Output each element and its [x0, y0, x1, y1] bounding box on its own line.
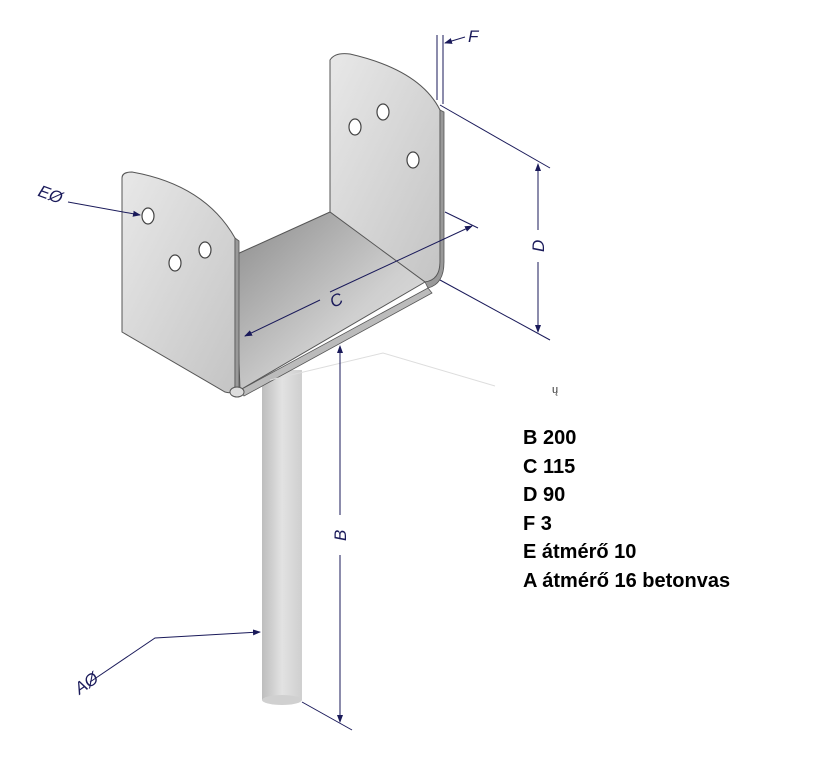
dimension-b: [301, 345, 353, 731]
leader-a: [89, 629, 261, 683]
legend-item-c: C 115: [523, 455, 576, 478]
leader-e: [67, 201, 141, 217]
label-f: F: [468, 27, 480, 46]
rebar-rod: [262, 370, 302, 705]
legend-item-e: E átmérő 10: [523, 541, 637, 563]
left-plate: [121, 171, 236, 394]
legend-item-f: F 3: [523, 512, 552, 535]
dimension-legend: B 200 C 115 D 90 F 3 E átmérő 10 A átmér…: [523, 424, 730, 595]
label-e-diameter: EØ: [36, 181, 67, 208]
legend-item-a: A átmérő 16 betonvas: [523, 569, 731, 592]
bolt-holes: [141, 103, 420, 272]
label-b: B: [331, 530, 350, 541]
legend-item-b: B 200: [523, 427, 577, 449]
legend-item-d: D 90: [523, 484, 566, 506]
label-d: D: [529, 240, 548, 252]
small-mark: ų: [552, 384, 559, 396]
dimension-f: [436, 35, 466, 104]
dimension-c: [244, 211, 479, 337]
dimension-d: [439, 104, 551, 341]
label-a-diameter: AØ: [70, 667, 103, 698]
